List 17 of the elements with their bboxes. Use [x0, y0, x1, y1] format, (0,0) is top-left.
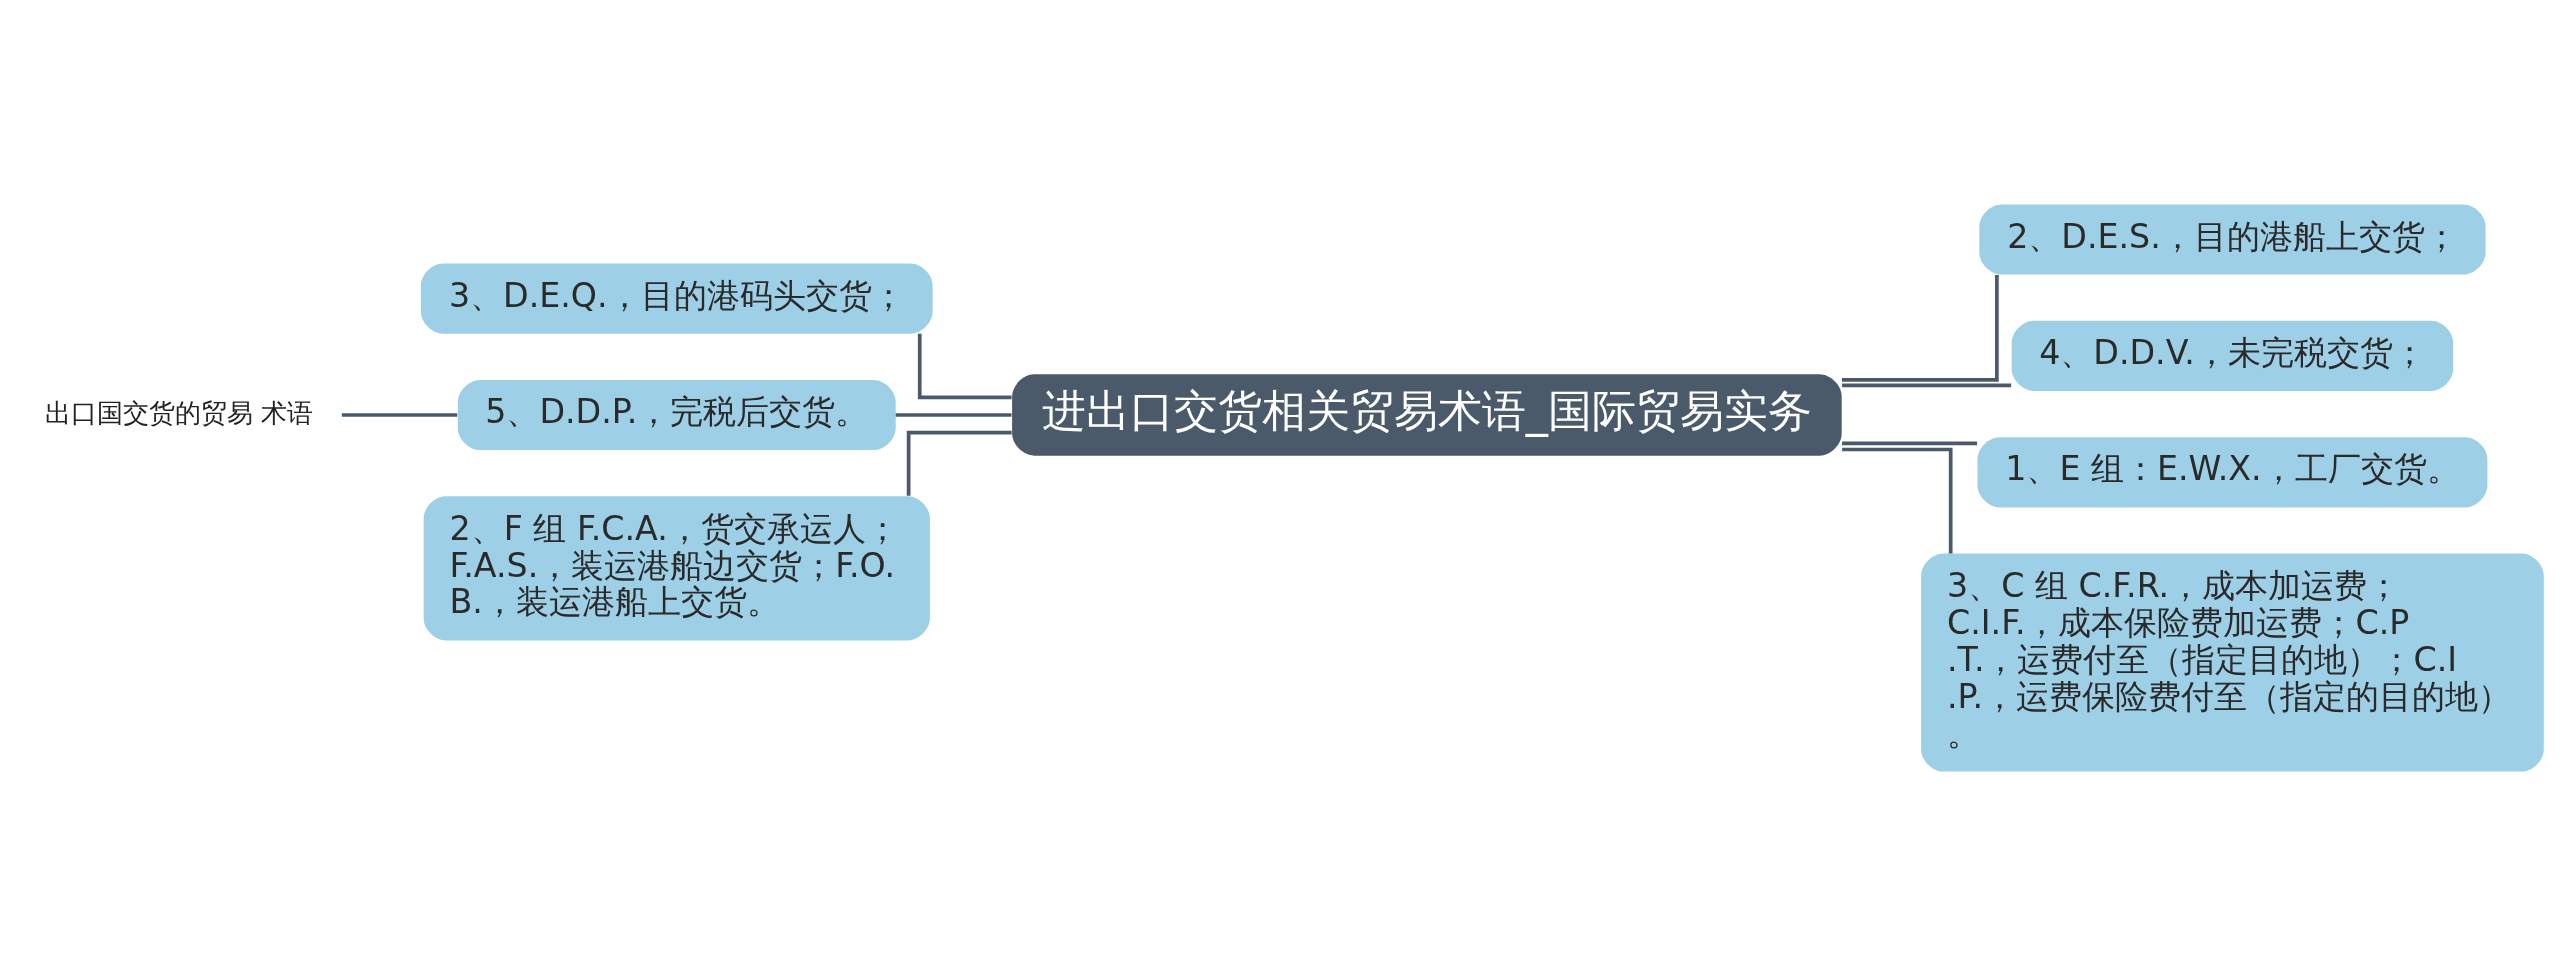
node-box: 2、F 组 F.C.A.，货交承运人；F.A.S.，装运港船边交货；F.O.B.，装运港船上交货。 [423, 495, 930, 640]
node-box: 3、C 组 C.F.R.，成本加运费；C.I.F.，成本保险费加运费；C.P.T.，运费付至（指定目的地）；C.I.P.，运费保险费付至（指定的目的地）。 [1921, 553, 2544, 772]
node-box: 4、D.D.V.，未完税交货； [2011, 320, 2454, 391]
node-box: 3、D.E.Q.，目的港码头交货； [420, 263, 933, 334]
connector [895, 412, 1012, 417]
node-text: 出口国交货的贸易 术语 [44, 397, 313, 428]
node-box: 2、D.E.S.，目的港船上交货； [1979, 203, 2486, 275]
connector [1841, 274, 1999, 382]
node-box: 1、E 组：E.W.X.，工厂交货。 [1977, 436, 2488, 507]
node-box: 5、D.D.P.，完税后交货。 [457, 379, 896, 450]
connector [341, 412, 458, 417]
connector [1842, 441, 1978, 445]
connector [1842, 383, 2012, 387]
connector [917, 333, 1012, 399]
connector [906, 430, 1012, 496]
node-box: 进出口交货相关贸易术语_国际贸易实务 [1012, 373, 1842, 456]
connector [1842, 447, 1953, 554]
